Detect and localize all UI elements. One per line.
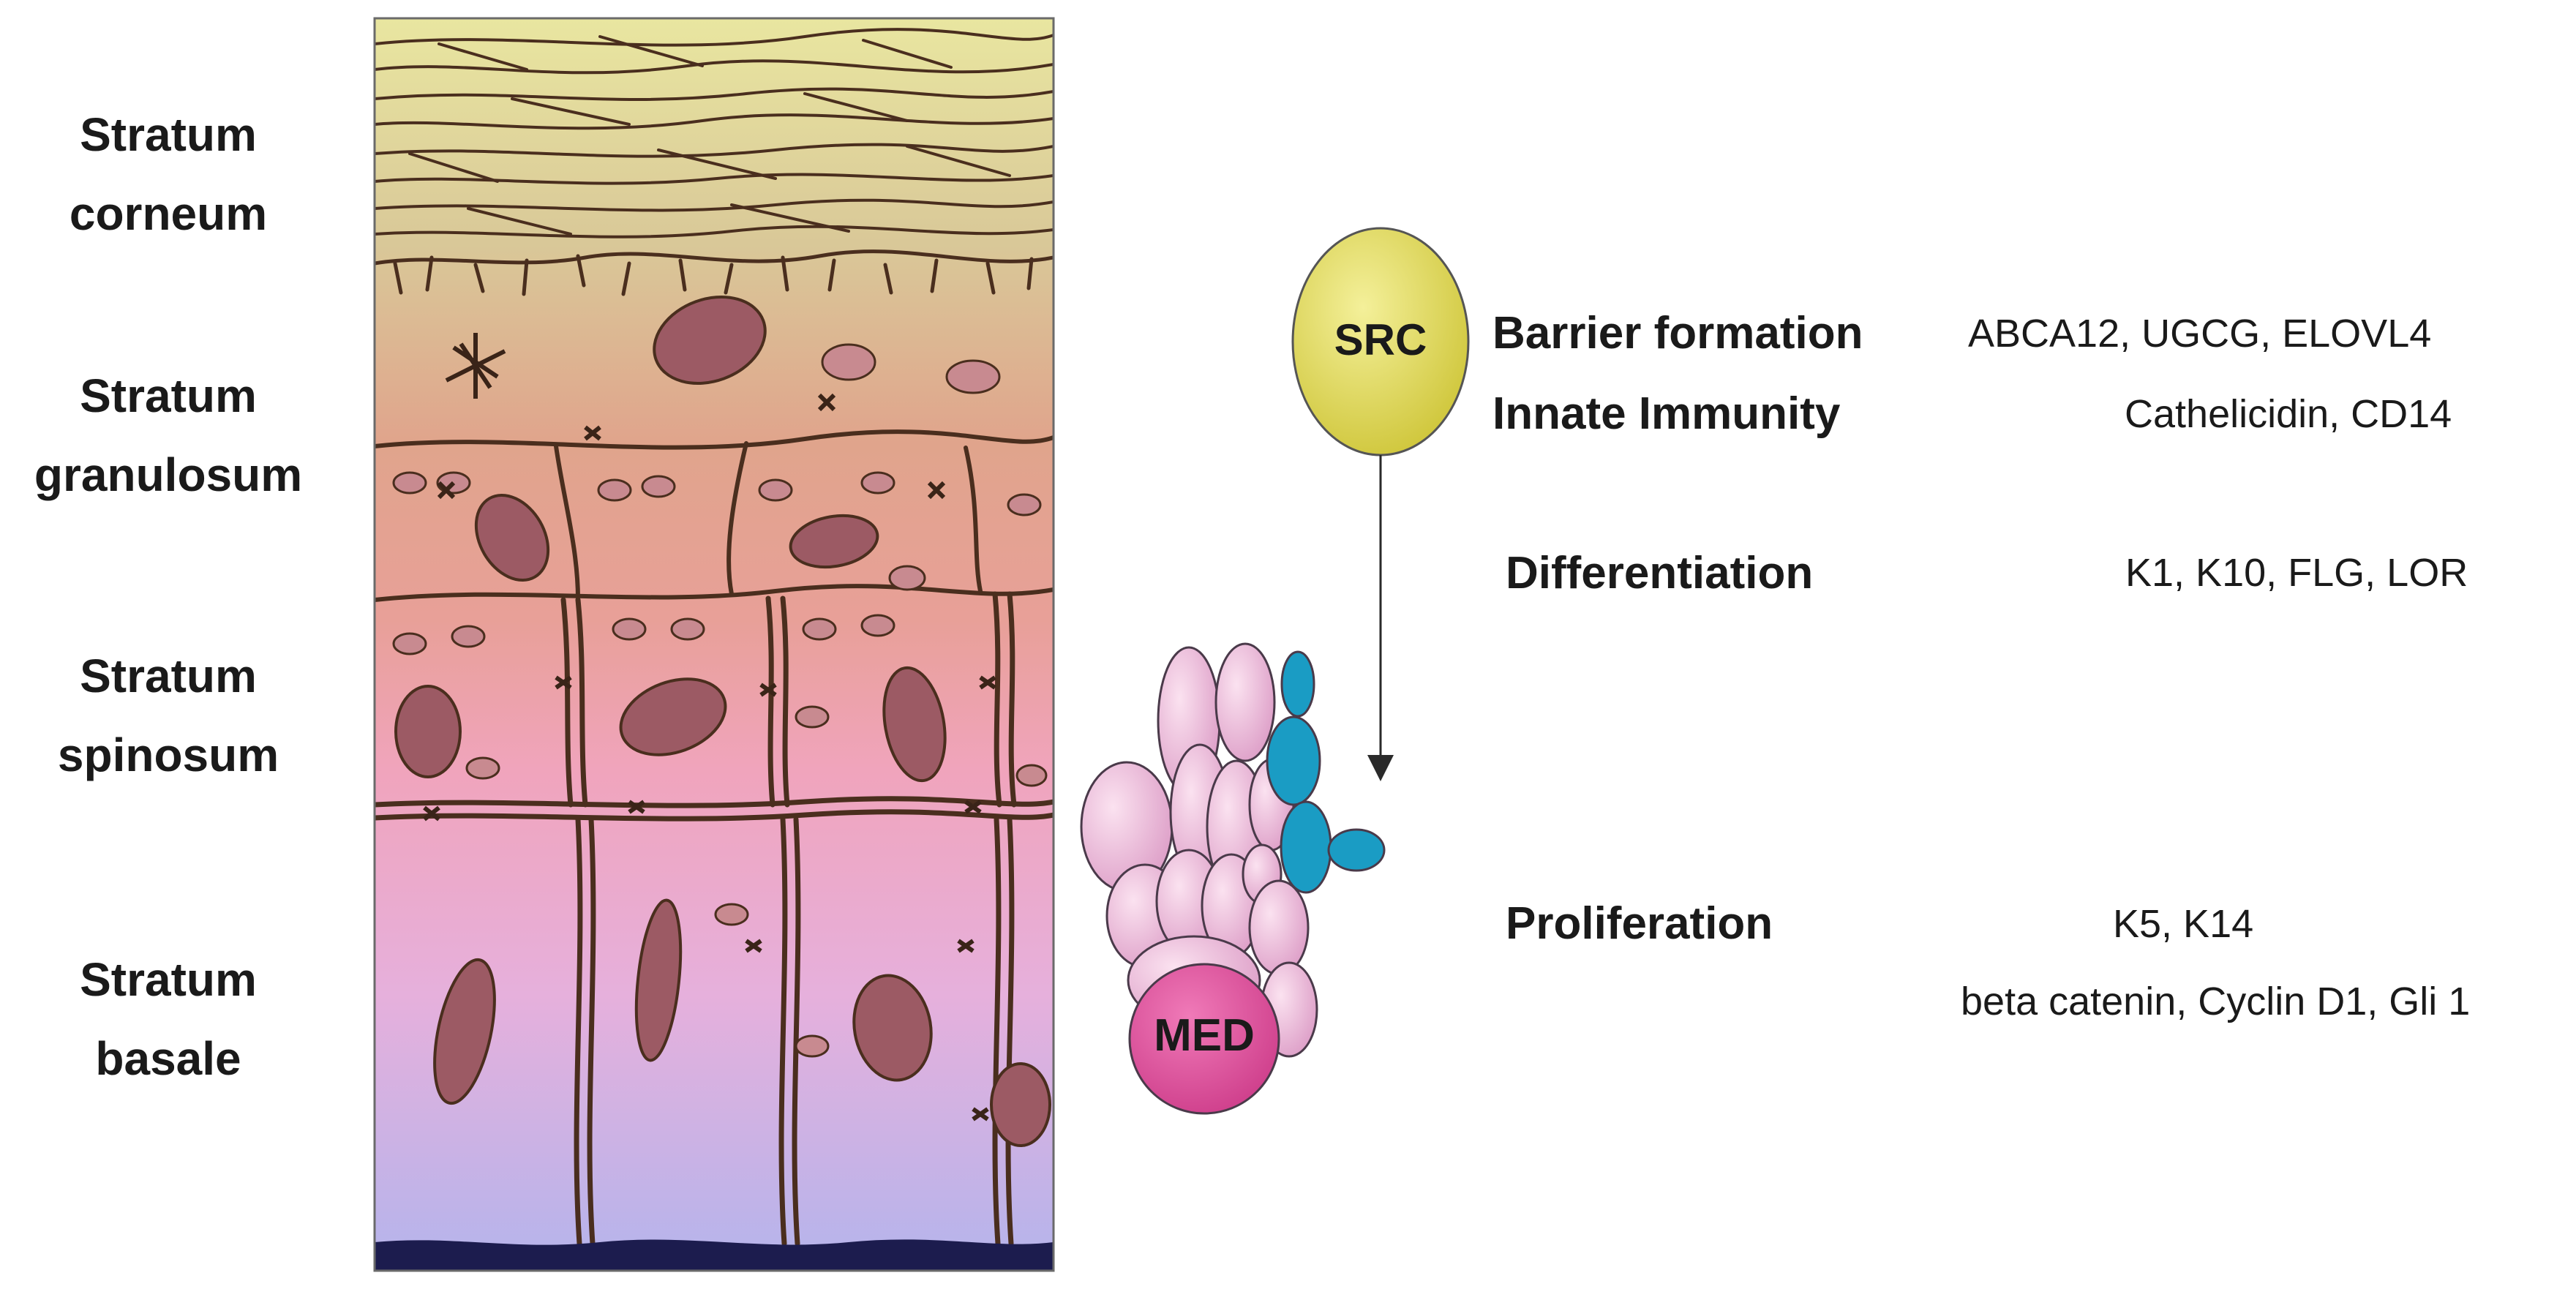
spinosum-basale-cells — [375, 591, 1054, 1247]
layer-label-spinosum: Stratum spinosum — [0, 636, 358, 794]
layer-label-corneum: Stratum corneum — [0, 95, 358, 253]
layer-label-line2: granulosum — [34, 448, 303, 501]
layer-label-granulosum: Stratum granulosum — [0, 356, 358, 514]
layer-label-line1: Stratum — [80, 108, 257, 161]
genes-proliferation: K5, K14 — [2113, 902, 2254, 946]
layer-label-line1: Stratum — [80, 369, 257, 422]
granular-boundary — [375, 249, 1054, 296]
layer-label-basale: Stratum basale — [0, 940, 358, 1098]
skin-layers-illustration — [373, 17, 1055, 1272]
basement-membrane — [375, 1239, 1054, 1271]
genes-innate-immunity: Cathelicidin, CD14 — [2125, 392, 2452, 436]
layer-label-line2: basale — [95, 1032, 241, 1085]
function-barrier-formation: Barrier formation — [1492, 308, 1863, 358]
src-label: SRC — [1334, 315, 1427, 364]
layer-label-line1: Stratum — [80, 953, 257, 1006]
granulosum-cells — [375, 429, 1054, 602]
genes-proliferation-line2: beta catenin, Cyclin D1, Gli 1 — [1961, 980, 2471, 1023]
corneum-squames — [375, 28, 1054, 238]
layer-label-line2: corneum — [69, 187, 268, 240]
layer-label-line1: Stratum — [80, 650, 257, 702]
function-innate-immunity: Innate Immunity — [1492, 388, 1841, 439]
mediator-complex — [1080, 642, 1386, 1115]
layer-label-line2: spinosum — [57, 729, 279, 781]
function-proliferation: Proliferation — [1506, 898, 1773, 949]
med-label: MED — [1154, 1010, 1255, 1061]
genes-barrier-formation: ABCA12, UGCG, ELOVL4 — [1968, 312, 2432, 356]
genes-differentiation: K1, K10, FLG, LOR — [2125, 551, 2468, 595]
function-differentiation: Differentiation — [1506, 548, 1814, 598]
